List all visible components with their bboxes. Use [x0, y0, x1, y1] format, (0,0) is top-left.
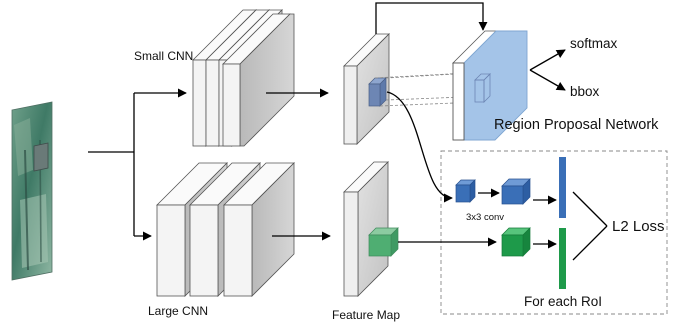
small-cnn-label: Small CNN: [134, 49, 193, 63]
feature-map-label: Feature Map: [332, 308, 400, 322]
l2-loss-label: L2 Loss: [612, 218, 665, 235]
conv-output-cube-blue: [501, 178, 531, 205]
per-roi-panel: [440, 150, 668, 315]
green-feature-bar: [559, 228, 566, 289]
large-cnn-layer-3: [223, 162, 295, 297]
input-wires: [88, 88, 187, 241]
conv-output-cube-green: [501, 227, 531, 257]
bottom-feature-map: [343, 161, 399, 297]
input-image: [11, 101, 53, 281]
bbox-label: bbox: [570, 84, 600, 99]
rpn-input-wire: [375, 2, 488, 34]
region-proposal-network: [452, 30, 528, 141]
rpn-label: Region Proposal Network: [494, 117, 659, 133]
for-each-roi-label: For each RoI: [524, 294, 602, 309]
input-bbox: [33, 142, 49, 172]
small-cnn-layer-4: [222, 13, 295, 147]
roi-input-cube: [455, 179, 476, 203]
proposal-cube: [368, 77, 387, 107]
large-cnn-layers: [156, 162, 295, 297]
blue-feature-bar: [559, 157, 566, 218]
roi-feature-cube: [368, 227, 399, 257]
softmax-label: softmax: [570, 36, 618, 51]
small-cnn-layers: [192, 9, 295, 147]
l2-loss-connector: [572, 191, 608, 261]
rpn-output-arrows: [529, 49, 566, 91]
top-feature-map: [343, 33, 390, 145]
rpn-anchor-box: [474, 73, 491, 103]
large-cnn-label: Large CNN: [148, 304, 208, 318]
roi-pool-wire: [386, 91, 453, 203]
conv-label: 3x3 conv: [466, 212, 504, 223]
